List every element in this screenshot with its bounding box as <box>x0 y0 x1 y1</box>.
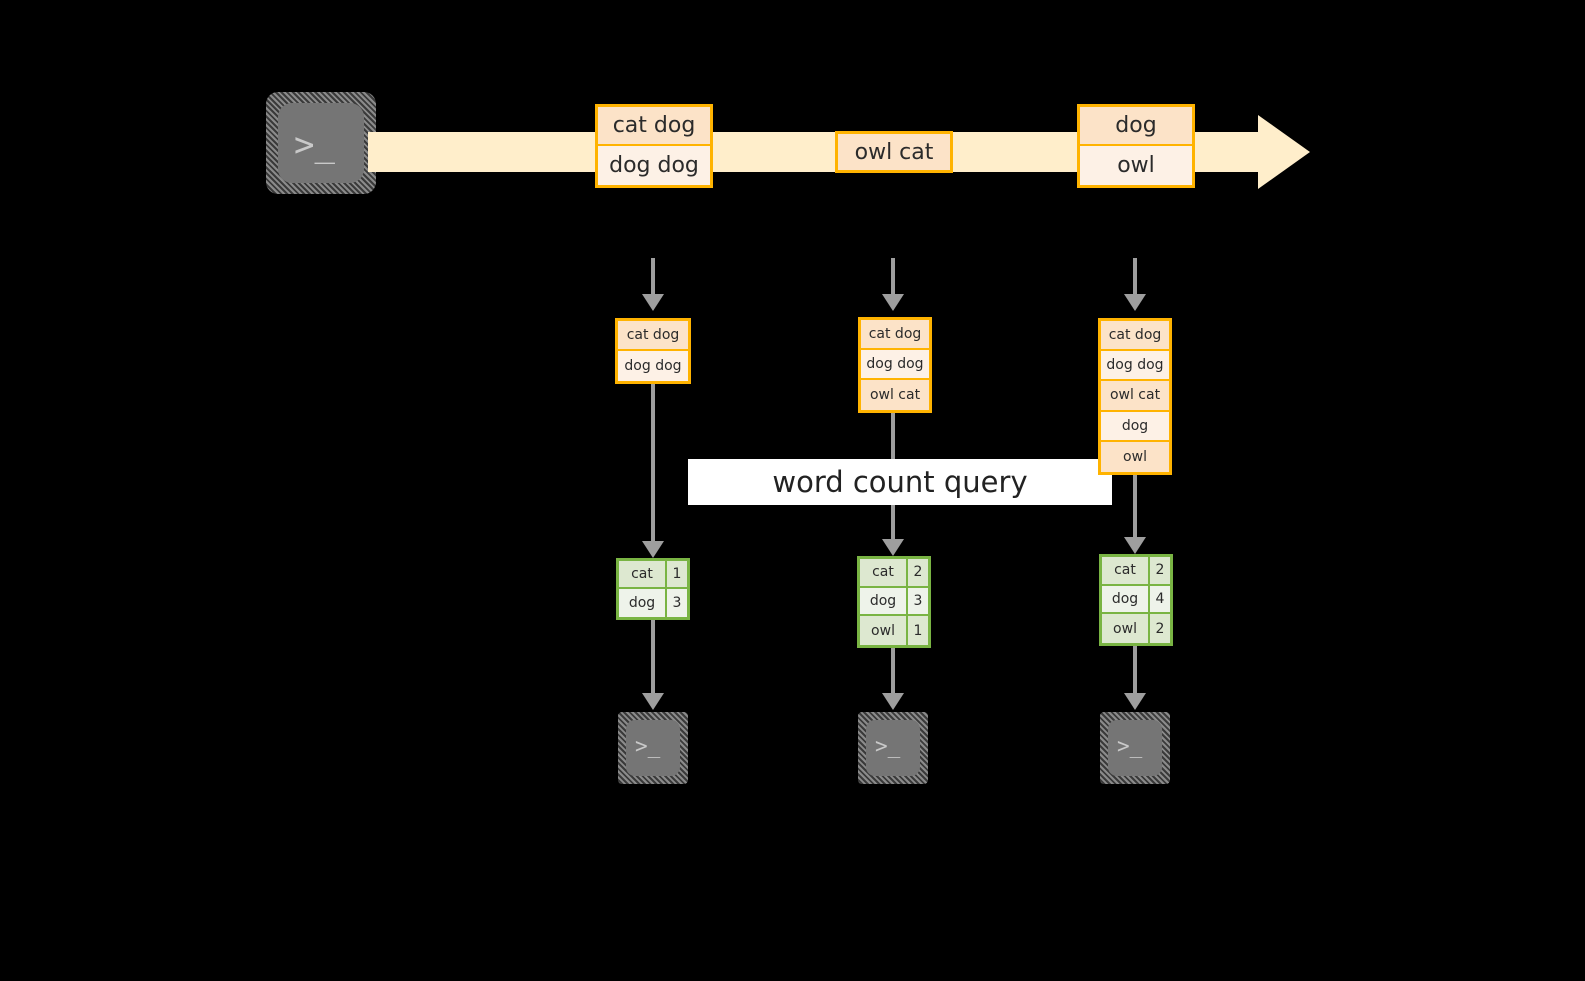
sink-line-2 <box>891 648 895 693</box>
snapshot-table-1: cat dog dog dog <box>615 318 691 384</box>
result-table-3: cat 2 dog 4 owl 2 <box>1099 554 1173 646</box>
snapshot-row: cat dog <box>1101 321 1169 352</box>
sink-arrowhead-2 <box>882 693 904 710</box>
result-row: cat 2 <box>860 559 928 588</box>
result-count: 2 <box>906 559 928 586</box>
sink-arrowhead-3 <box>1124 693 1146 710</box>
result-count: 1 <box>665 561 687 587</box>
source-terminal-icon: >_ <box>266 92 376 194</box>
result-row: owl 1 <box>860 616 928 645</box>
sink-terminal-1: >_ <box>618 712 688 784</box>
sink-line-3 <box>1133 646 1137 693</box>
sink-terminal-3: >_ <box>1100 712 1170 784</box>
snapshot-row: dog dog <box>1101 351 1169 382</box>
snapshot-row: cat dog <box>861 320 929 350</box>
terminal-screen <box>626 720 680 776</box>
stream-event-line: dog dog <box>598 146 710 185</box>
result-table-2: cat 2 dog 3 owl 1 <box>857 556 931 648</box>
result-word: owl <box>1102 614 1148 643</box>
feed-arrowhead-1 <box>642 294 664 311</box>
snapshot-row: owl cat <box>861 379 929 410</box>
sink-terminal-2: >_ <box>858 712 928 784</box>
result-row: dog 4 <box>1102 585 1170 615</box>
stream-event-line: owl <box>1080 146 1192 185</box>
query-label-band: word count query <box>688 459 1112 505</box>
result-word: cat <box>619 561 665 587</box>
result-word: dog <box>619 589 665 617</box>
snapshot-row: dog <box>1101 411 1169 442</box>
terminal-screen <box>1108 720 1162 776</box>
result-count: 1 <box>906 616 928 645</box>
result-row: owl 2 <box>1102 614 1170 643</box>
result-table-1: cat 1 dog 3 <box>616 558 690 620</box>
feed-arrowhead-3 <box>1124 294 1146 311</box>
result-row: dog 3 <box>860 587 928 617</box>
result-word: dog <box>1102 585 1148 613</box>
result-count: 2 <box>1148 557 1170 584</box>
result-word: owl <box>860 616 906 645</box>
stream-event-1: cat dog dog dog <box>595 104 713 188</box>
snapshot-row: owl cat <box>1101 381 1169 412</box>
snapshot-row: cat dog <box>618 321 688 351</box>
result-word: cat <box>1102 557 1148 584</box>
result-row: cat 1 <box>619 561 687 589</box>
feed-line-2 <box>891 258 895 294</box>
feed-arrowhead-2 <box>882 294 904 311</box>
result-word: cat <box>860 559 906 586</box>
terminal-prompt-glyph: >_ <box>294 125 335 165</box>
result-row: cat 2 <box>1102 557 1170 586</box>
query-arrowhead-2 <box>882 539 904 556</box>
terminal-prompt-glyph: >_ <box>635 734 661 758</box>
stream-arrow-head-icon <box>1258 115 1313 189</box>
result-count: 2 <box>1148 614 1170 643</box>
terminal-prompt-glyph: >_ <box>875 734 901 758</box>
query-line-3 <box>1133 475 1137 547</box>
query-arrowhead-1 <box>642 541 664 558</box>
stream-event-line: owl cat <box>838 134 950 170</box>
stream-event-2: owl cat <box>835 131 953 173</box>
result-row: dog 3 <box>619 589 687 617</box>
feed-line-3 <box>1133 258 1137 294</box>
terminal-screen <box>278 103 364 183</box>
query-arrowhead-3 <box>1124 537 1146 554</box>
terminal-screen <box>866 720 920 776</box>
result-word: dog <box>860 587 906 615</box>
snapshot-table-3: cat dog dog dog owl cat dog owl <box>1098 318 1172 475</box>
sink-line-1 <box>651 620 655 693</box>
sink-arrowhead-1 <box>642 693 664 710</box>
result-count: 4 <box>1148 585 1170 613</box>
stream-event-line: dog <box>1080 107 1192 146</box>
result-count: 3 <box>906 587 928 615</box>
query-line-1 <box>651 384 655 551</box>
stream-event-line: cat dog <box>598 107 710 146</box>
snapshot-row: owl <box>1101 441 1169 472</box>
snapshot-table-2: cat dog dog dog owl cat <box>858 317 932 413</box>
snapshot-row: dog dog <box>618 351 688 381</box>
stream-event-3: dog owl <box>1077 104 1195 188</box>
result-count: 3 <box>665 589 687 617</box>
feed-line-1 <box>651 258 655 294</box>
snapshot-row: dog dog <box>861 349 929 380</box>
terminal-prompt-glyph: >_ <box>1117 734 1143 758</box>
